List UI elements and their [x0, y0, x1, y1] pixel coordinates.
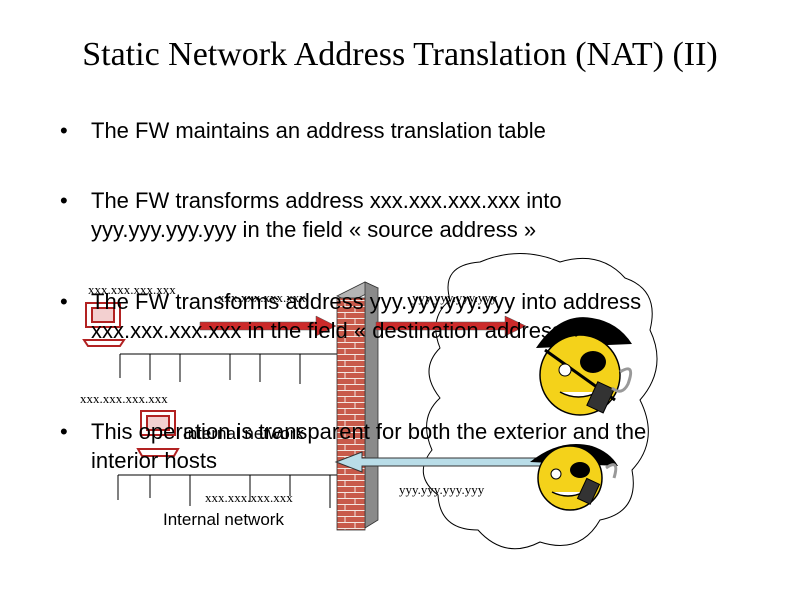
bullet-icon: •	[60, 188, 68, 213]
pirate-smiley-icon	[536, 317, 633, 416]
packet-translated-label: yyy.yyy.yyy.yyy	[412, 290, 498, 305]
computer-icon	[82, 302, 126, 347]
computer-icon	[136, 410, 180, 457]
bullet-icon: •	[60, 289, 68, 314]
internal-network-label: Internal network	[163, 510, 284, 529]
host-address-label-bottom: xxx.xxx.xxx.xxx	[205, 490, 293, 505]
bullet-text: The FW transforms address xxx.xxx.xxx.xx…	[91, 188, 562, 242]
bullet-item: • The FW transforms address xxx.xxx.xxx.…	[60, 186, 700, 244]
bullet-text: This operation is transparent for both t…	[91, 419, 647, 473]
slide-title: Static Network Address Translation (NAT)…	[82, 36, 718, 73]
packet-source-label: xxx.xxx.xxx.xxx	[218, 290, 306, 305]
bullet-text: The FW transforms address yyy.yyy.yyy.yy…	[91, 289, 642, 343]
pirate-smiley-icon	[530, 444, 618, 511]
bullet-icon: •	[60, 118, 68, 143]
internal-network-label-overlap: Internal network	[183, 424, 304, 443]
arrow-incoming	[334, 451, 561, 473]
arrow-outgoing	[199, 315, 527, 337]
internal-network-lines	[117, 353, 340, 508]
host-address-label-middle: xxx.xxx.xxx.xxx	[80, 391, 168, 406]
bullet-text: The FW maintains an address translation …	[91, 118, 546, 143]
host-address-label-top: xxx.xxx.xxx.xxx	[88, 282, 176, 297]
packet-incoming-label: yyy.yyy.yyy.yyy	[399, 482, 485, 497]
bullet-item: • This operation is transparent for both…	[60, 417, 700, 475]
bullet-item: • The FW maintains an address translatio…	[60, 116, 700, 145]
bullet-icon: •	[60, 419, 68, 444]
bullet-item: • The FW transforms address yyy.yyy.yyy.…	[60, 287, 700, 345]
